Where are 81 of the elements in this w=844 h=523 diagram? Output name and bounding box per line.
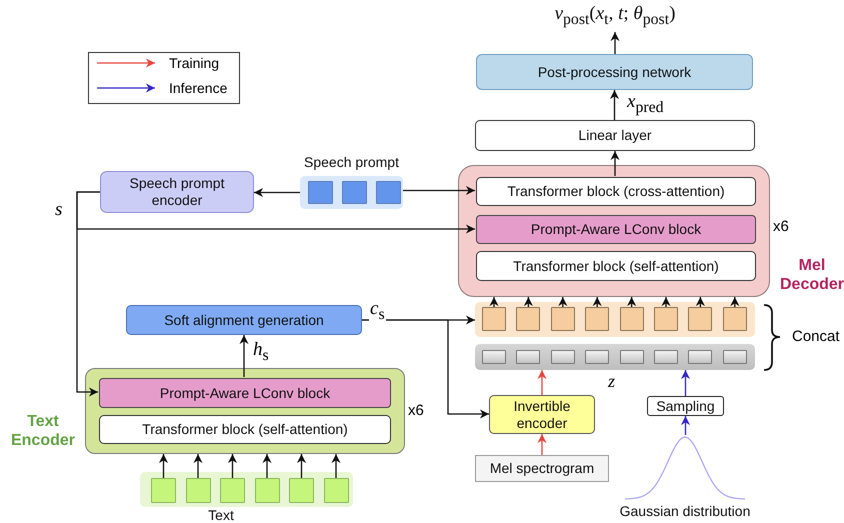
process-box: Prompt-Aware LConv block: [99, 378, 391, 408]
process-box: Transformer block (cross-attention): [476, 177, 756, 206]
condition-token: [585, 307, 610, 331]
prompt-token: [342, 181, 367, 204]
arrow: [158, 454, 168, 478]
repeat-count: x6: [773, 218, 789, 235]
latent-token: [688, 350, 712, 364]
group-heading: Gaussian distribution: [618, 503, 752, 520]
group-heading: Mel Decoder: [780, 256, 844, 294]
arrow: [610, 151, 620, 176]
arrow: [680, 370, 690, 396]
variable-label: z: [608, 371, 616, 392]
condition-token: [654, 307, 678, 331]
arrow: [696, 297, 705, 307]
arrow: [610, 32, 620, 54]
arrow: [228, 454, 238, 478]
process-box: Soft alignment generation: [126, 305, 362, 335]
process-box: Transformer block (self-attention): [99, 415, 391, 444]
arrow: [661, 297, 671, 307]
token-strip: [475, 302, 755, 337]
latent-strip: [475, 344, 755, 370]
text-token: [254, 478, 280, 503]
arrow: [680, 416, 690, 435]
legend-label: Training: [169, 55, 220, 71]
arrow: [193, 454, 203, 478]
arrow: [592, 297, 602, 307]
text-token: [289, 478, 314, 503]
arrow: [296, 454, 306, 478]
arrow: [558, 297, 568, 307]
latent-token: [654, 350, 678, 364]
latent-token: [516, 350, 540, 364]
latent-token: [620, 350, 644, 364]
process-box: Transformer block (self-attention): [476, 251, 756, 281]
text-token: [220, 478, 245, 503]
network-box: Post-processing network: [476, 54, 753, 90]
arrow: [403, 186, 475, 196]
prompt-token: [376, 181, 401, 204]
encoder-block: [85, 368, 405, 454]
legend-label: Inference: [169, 80, 228, 96]
latent-token: [722, 350, 747, 364]
arrow: [362, 319, 489, 419]
condition-token: [482, 307, 506, 331]
arrow: [730, 297, 740, 307]
group-heading: Text Encoder: [10, 412, 76, 450]
arrow: [254, 188, 300, 198]
condition-token: [550, 307, 575, 331]
decoder-block: [458, 165, 770, 297]
group-heading: Text: [207, 507, 235, 523]
arrow: [76, 191, 100, 397]
arrow: [524, 297, 533, 307]
condition-token: [620, 307, 644, 331]
condition-token: [516, 307, 540, 331]
latent-token: [550, 350, 575, 364]
process-box: Sampling: [647, 396, 724, 416]
arrow: [331, 454, 341, 478]
process-box: Prompt-Aware LConv block: [476, 215, 756, 244]
token-strip: [300, 176, 403, 209]
condition-token: [688, 307, 712, 331]
arrow: [537, 370, 547, 395]
token-strip: [140, 472, 353, 507]
arrow: [489, 297, 499, 307]
process-box: Linear layer: [475, 120, 755, 151]
prompt-token: [308, 181, 333, 204]
bracket-label: Concat: [792, 328, 840, 345]
repeat-count: x6: [408, 402, 424, 419]
text-token: [324, 478, 348, 503]
arrow: [610, 90, 620, 120]
group-heading: Speech prompt: [303, 154, 400, 171]
text-token: [186, 478, 210, 503]
output-formula: v$_{post}$(x$_{t}$, t; θ$_{post}$): [500, 0, 730, 32]
arrow: [537, 434, 547, 455]
arrow: [239, 335, 249, 377]
condition-token: [722, 307, 747, 331]
arrow: [262, 454, 272, 478]
arrow: [627, 297, 636, 307]
encoder-box: Invertible encoder: [489, 395, 595, 434]
text-token: [151, 478, 176, 503]
encoder-box: Speech prompt encoder: [100, 171, 254, 213]
input-box: Mel spectrogram: [475, 455, 609, 482]
latent-token: [585, 350, 610, 364]
latent-token: [482, 350, 506, 364]
